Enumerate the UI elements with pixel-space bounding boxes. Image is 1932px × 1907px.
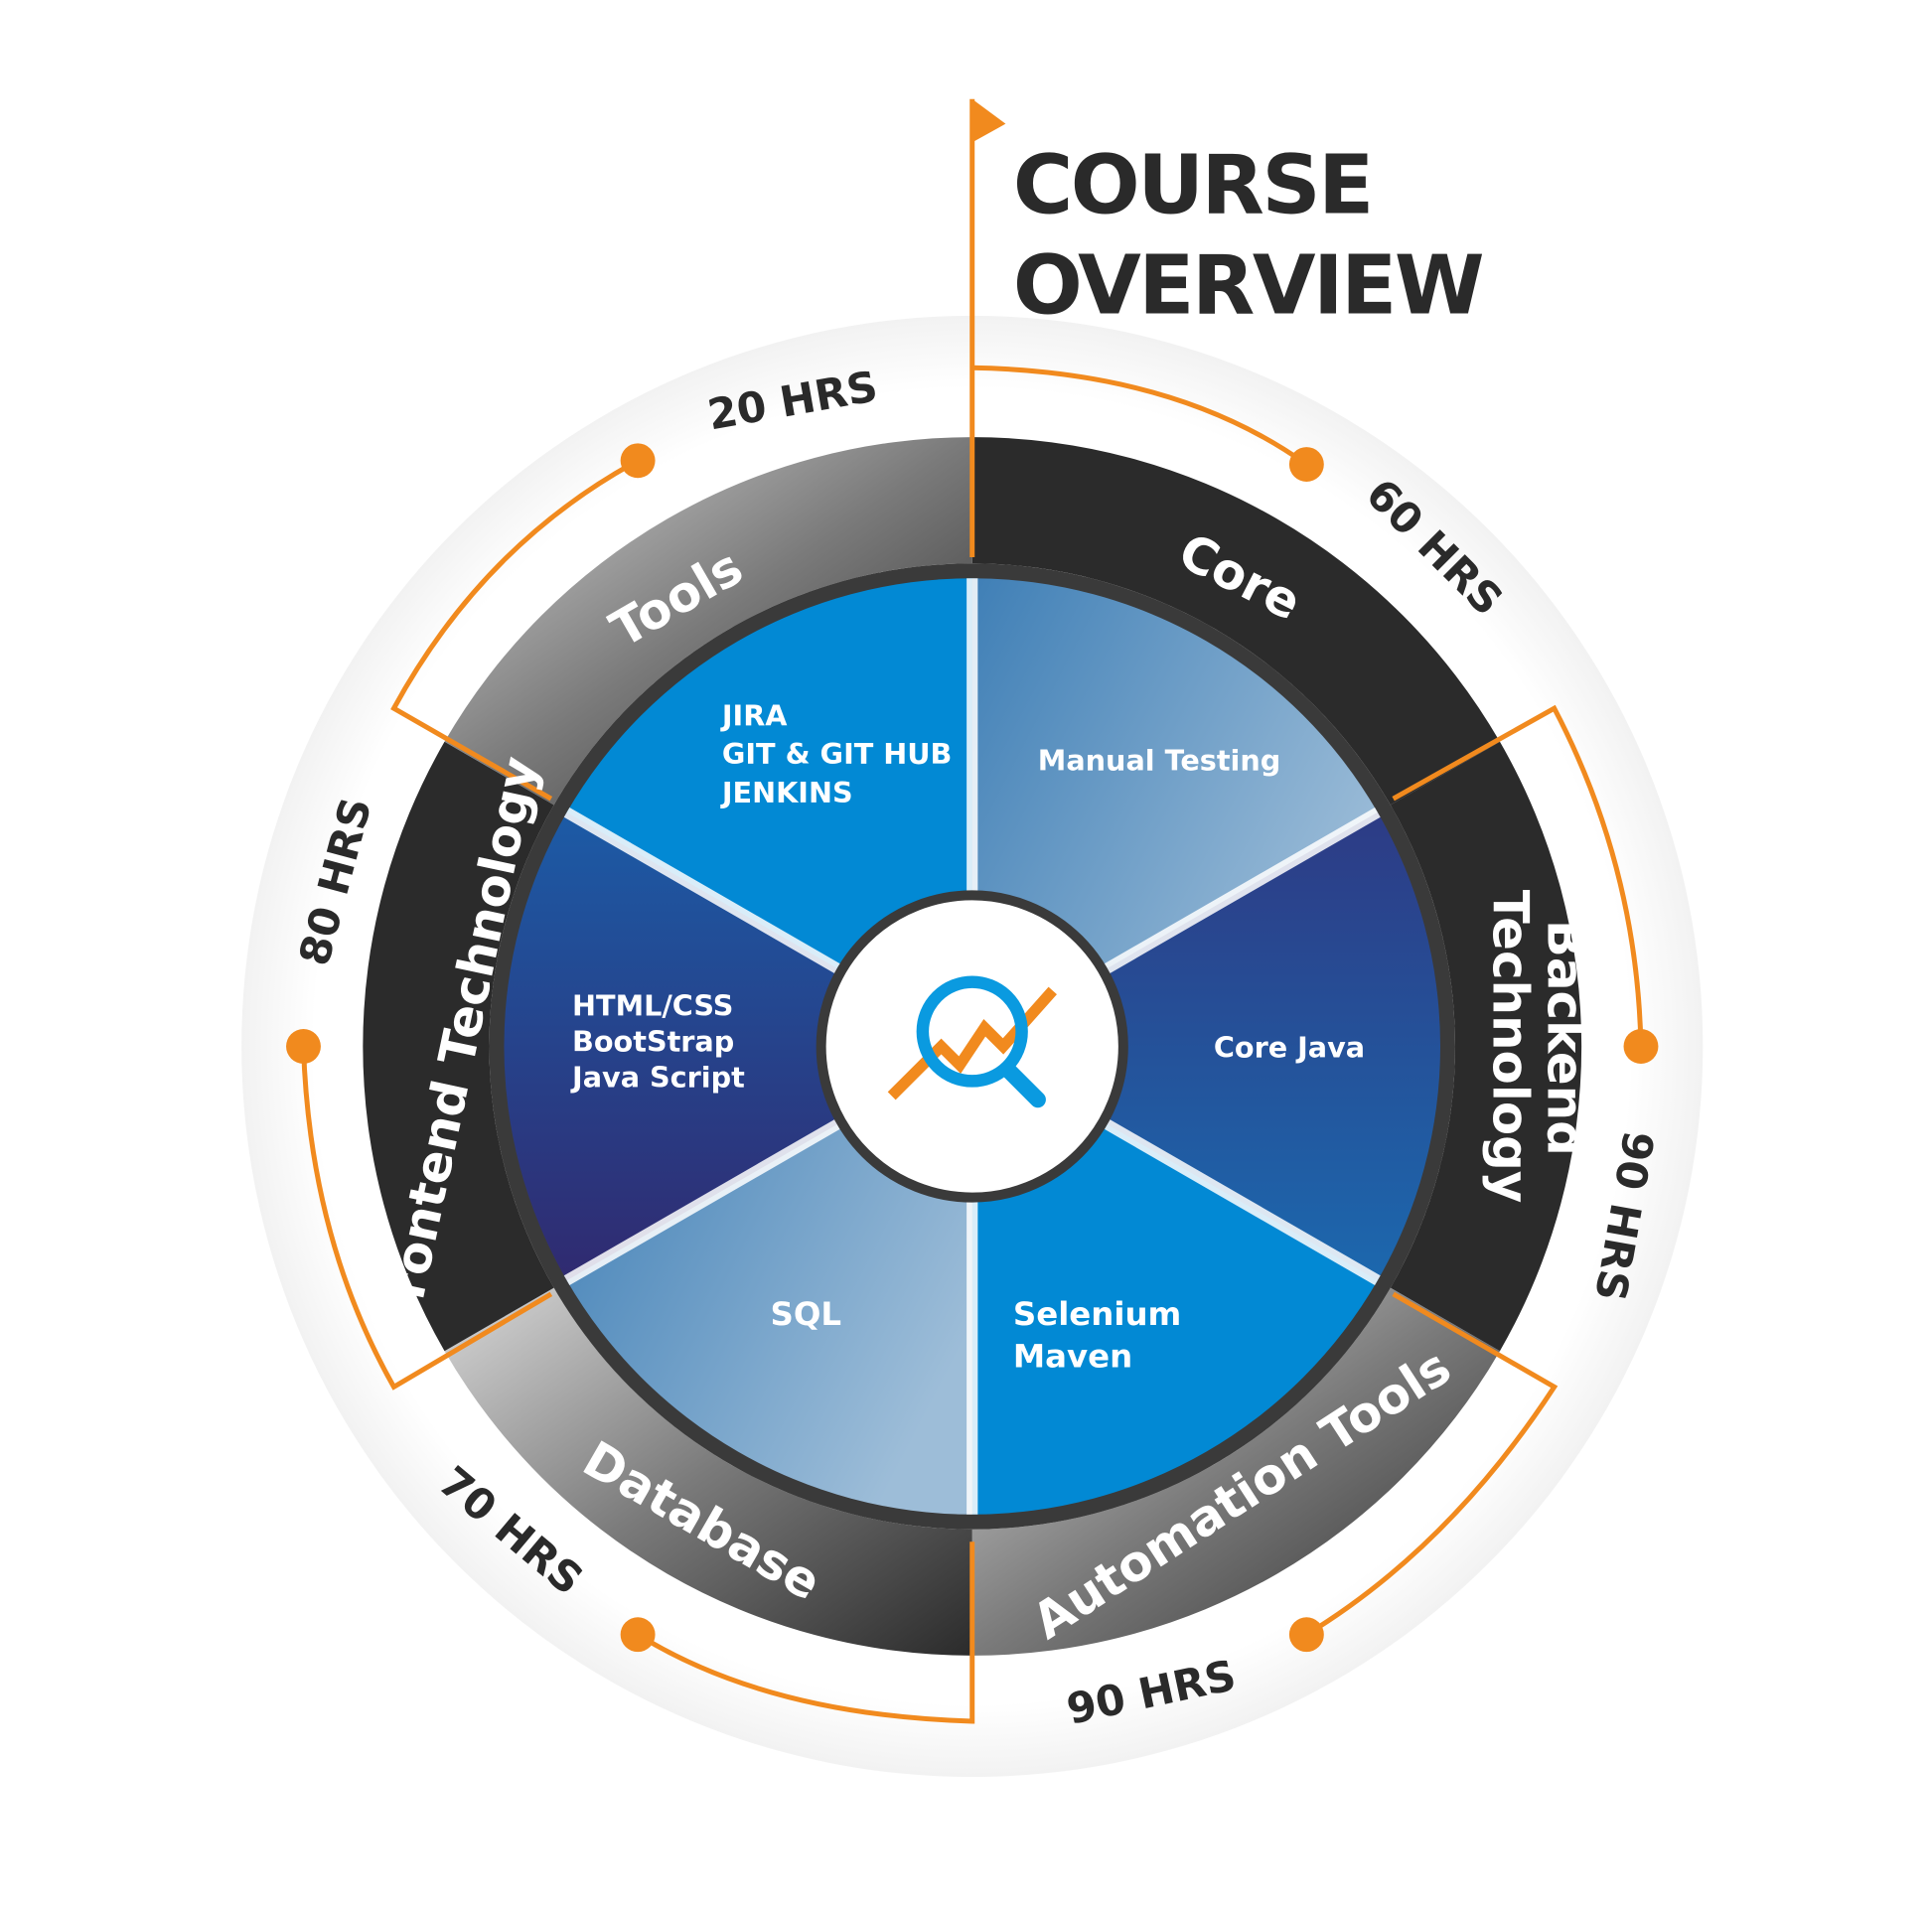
wedge-divider — [1103, 1118, 1381, 1286]
topic-selenium: Selenium — [1013, 1295, 1181, 1333]
ring-label-backend-line2: Technology — [1482, 890, 1540, 1204]
wedge-divider — [1103, 807, 1381, 974]
topic-bootstrap: BootStrap — [572, 1024, 734, 1058]
topic-git: GIT & GIT HUB — [722, 737, 952, 771]
title-line-2: OVERVIEW — [1013, 238, 1483, 333]
wedge-divider — [563, 807, 841, 974]
ring-segment-tools — [444, 437, 972, 806]
flag-icon — [971, 98, 1006, 143]
ring-segment-backend — [1390, 741, 1582, 1352]
topic-javascript: Java Script — [570, 1061, 745, 1095]
topic-html-css: HTML/CSS — [572, 988, 733, 1022]
title-line-1: COURSE — [1013, 138, 1372, 232]
topic-jenkins: JENKINS — [720, 776, 853, 809]
wedge-backend — [971, 811, 1441, 1281]
wedge-divider — [563, 1118, 841, 1286]
hour-brackets — [300, 365, 1644, 1724]
topic-core-java: Core Java — [1214, 1031, 1365, 1065]
ring-segment-frontend — [363, 741, 554, 1352]
ring-segment-core — [971, 437, 1500, 806]
ring-segment-automation — [971, 1287, 1500, 1656]
ring-segment-database — [444, 1287, 972, 1656]
ring-label-backend-line1: Backend — [1536, 920, 1593, 1156]
topic-maven: Maven — [1013, 1337, 1132, 1375]
topic-manual-testing: Manual Testing — [1038, 743, 1280, 777]
bracket-dots — [286, 443, 1659, 1653]
ring-label-backend: Backend Technology — [1482, 890, 1594, 1204]
analytics-magnifier-icon — [887, 975, 1057, 1108]
topic-jira: JIRA — [720, 699, 788, 733]
wedge-frontend — [504, 811, 972, 1281]
topic-sql: SQL — [771, 1295, 842, 1333]
